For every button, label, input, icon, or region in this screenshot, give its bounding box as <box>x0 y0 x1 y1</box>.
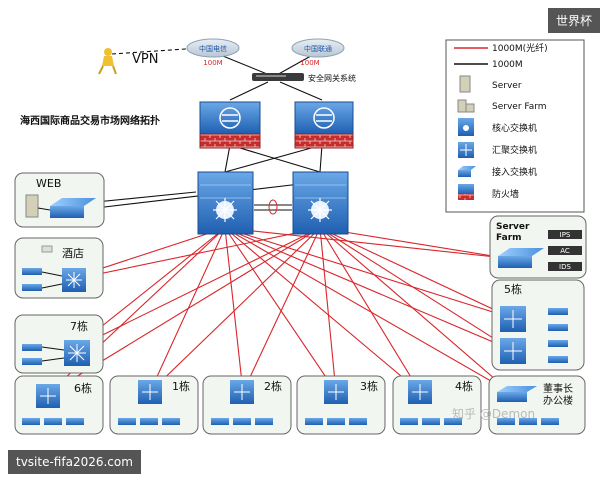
core-switch-left <box>197 171 254 235</box>
zone-hotel: 酒店 <box>14 237 104 299</box>
legend-server-farm-label: Server Farm <box>492 102 547 112</box>
legend-access-switch-label: 接入交换机 <box>492 166 537 178</box>
zone-building-2-label: 2栋 <box>264 379 282 393</box>
zone-server-farm: Server Farm IPS AC IDS <box>489 215 587 279</box>
legend-aggregation-switch-label: 汇聚交换机 <box>492 144 537 156</box>
zone-building-3-label: 3栋 <box>360 379 378 393</box>
zone-server-farm-label-line2: Farm <box>496 233 522 243</box>
server-farm-tag-ids: IDS <box>559 263 571 271</box>
legend-core-switch-label: 核心交换机 <box>492 122 537 134</box>
legend: 1000M(光纤) 1000M Server Server Farm 核心交换机… <box>445 39 585 213</box>
zone-building-5: 5栋 <box>491 279 585 371</box>
legend-server-farm-icon <box>457 99 475 113</box>
legend-copper-label: 1000M <box>492 60 523 70</box>
zone-web-label: WEB <box>36 177 61 190</box>
link-aggregation-ring <box>268 199 278 215</box>
isp-telecom-bandwidth: 100M <box>203 59 222 67</box>
zone-building-1: 1栋 <box>109 375 199 435</box>
isp-unicom-cloud: 中国联通 100M <box>291 38 345 67</box>
legend-core-switch-icon <box>458 118 474 136</box>
vpn-label: VPN <box>132 52 158 67</box>
watermark-top-right: 世界杯 <box>547 8 600 33</box>
legend-server-label: Server <box>492 81 522 91</box>
zone-server-farm-label: Server Farm <box>496 222 533 243</box>
zone-building-7: 7栋 <box>14 314 104 374</box>
legend-access-switch-icon <box>458 166 476 177</box>
isp-unicom-bandwidth: 100M <box>300 59 319 67</box>
firewall-right <box>294 101 354 149</box>
watermark-bottom-left: tvsite-fifa2026.com <box>8 450 141 474</box>
legend-server-icon <box>459 75 471 93</box>
legend-firewall-label: 防火墙 <box>492 188 519 200</box>
core-switch-right <box>292 171 349 235</box>
zone-building-4-label: 4栋 <box>455 379 473 393</box>
zone-web: WEB <box>14 172 105 228</box>
legend-firewall-icon <box>458 184 474 200</box>
vpn-user <box>98 48 117 75</box>
legend-aggregation-switch-icon <box>458 142 474 158</box>
server-farm-tag-ac: AC <box>560 247 570 255</box>
zone-building-5-label: 5栋 <box>504 282 522 296</box>
server-farm-tag-ips: IPS <box>560 231 571 239</box>
isp-telecom-cloud: 中国电信 100M <box>186 38 240 67</box>
gateway-label: 安全网关系统 <box>308 73 356 83</box>
zone-building-3: 3栋 <box>296 375 386 435</box>
zhihu-watermark: 知乎 @Demon <box>452 407 535 421</box>
fiber-links <box>47 227 513 395</box>
isp-telecom-name: 中国电信 <box>199 44 227 53</box>
firewall-left <box>199 101 261 149</box>
zone-hotel-label: 酒店 <box>62 246 84 260</box>
zone-building-6-label: 6栋 <box>74 381 92 395</box>
security-gateway <box>252 73 304 81</box>
zone-board-label-line1: 董事长 <box>543 382 573 395</box>
isp-unicom-name: 中国联通 <box>304 44 332 53</box>
zone-building-4: 4栋 <box>392 375 482 435</box>
zone-building-2: 2栋 <box>202 375 292 435</box>
zone-building-7-label: 7栋 <box>70 319 88 333</box>
legend-fiber-label: 1000M(光纤) <box>492 42 548 54</box>
zone-board-label-line2: 办公楼 <box>543 394 573 407</box>
zone-board-building: 董事长 办公楼 <box>488 375 586 435</box>
diagram-title: 海西国际商品交易市场网络拓扑 <box>20 114 160 127</box>
zone-server-farm-label-line1: Server <box>496 222 530 232</box>
zone-building-6: 6栋 <box>14 375 104 435</box>
zone-board-label: 董事长 办公楼 <box>543 382 576 407</box>
zone-building-1-label: 1栋 <box>172 379 190 393</box>
